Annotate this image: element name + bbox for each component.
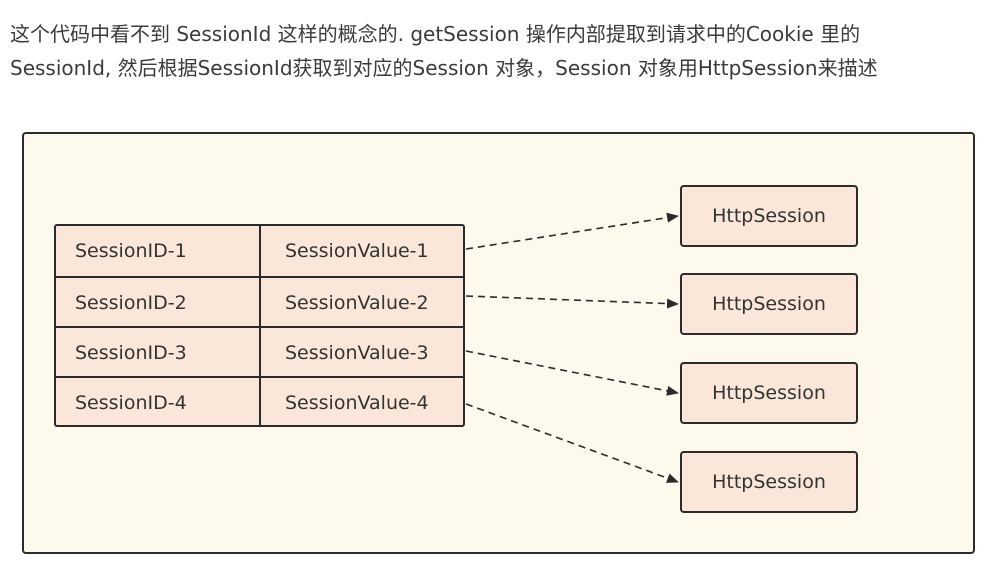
session-id-cell: SessionID-1: [56, 226, 261, 276]
http-session-box: HttpSession: [680, 451, 858, 513]
session-value-cell: SessionValue-3: [285, 342, 429, 364]
session-value-cell: SessionValue-2: [285, 292, 429, 314]
arrow-2: [465, 295, 679, 309]
session-id-cell: SessionID-4: [56, 378, 261, 425]
arrow-3: [465, 350, 679, 396]
session-value-cell: SessionValue-4: [285, 391, 429, 414]
intro-text: 这个代码中看不到 SessionId 这样的概念的. getSession 操作…: [10, 17, 1000, 85]
arrow-4: [465, 403, 679, 483]
intro-line-2: SessionId, 然后根据SessionId获取到对应的Session 对象…: [10, 56, 878, 80]
table-row: SessionID-2 SessionValue-2: [56, 276, 463, 328]
table-row: SessionID-4 SessionValue-4: [56, 376, 463, 425]
table-row: SessionID-3 SessionValue-3: [56, 326, 463, 378]
table-row: SessionID-1 SessionValue-1: [56, 226, 463, 276]
session-id-cell: SessionID-2: [56, 278, 261, 328]
arrow-1: [465, 212, 679, 250]
intro-line-1: 这个代码中看不到 SessionId 这样的概念的. getSession 操作…: [10, 22, 861, 46]
session-value-cell: SessionValue-1: [285, 240, 429, 262]
http-session-box: HttpSession: [680, 185, 858, 247]
http-session-box: HttpSession: [680, 362, 858, 424]
http-session-box: HttpSession: [680, 273, 858, 335]
session-id-cell: SessionID-3: [56, 328, 261, 378]
session-table: SessionID-1 SessionValue-1 SessionID-2 S…: [54, 224, 465, 427]
